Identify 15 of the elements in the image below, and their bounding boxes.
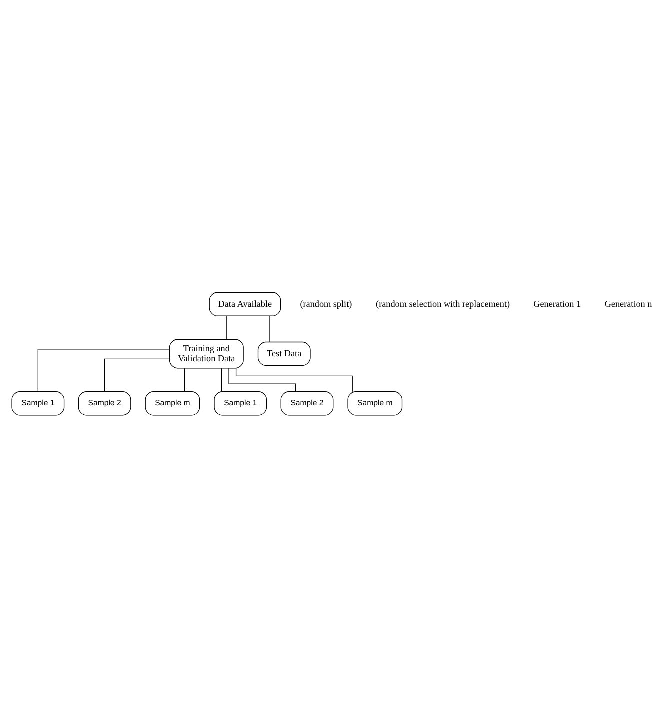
node-box: Test Data — [258, 341, 311, 366]
connector — [228, 368, 296, 392]
connector — [236, 368, 353, 392]
node-box: Training and Validation Data — [169, 338, 244, 368]
label: Generation 1 — [534, 298, 582, 308]
connector — [38, 348, 170, 392]
label: (random selection with replacement) — [376, 298, 510, 308]
connector — [226, 315, 227, 340]
connector — [184, 368, 186, 392]
node-box: Data Available — [209, 292, 282, 316]
label: (random split) — [300, 298, 352, 308]
connector — [269, 315, 270, 342]
label: Generation n — [604, 298, 652, 308]
connector — [104, 358, 170, 392]
connector — [221, 368, 222, 392]
